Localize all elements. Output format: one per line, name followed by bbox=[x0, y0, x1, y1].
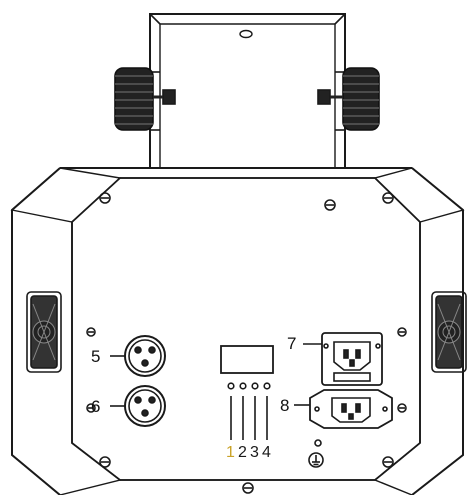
power-inlet-7 bbox=[303, 332, 383, 386]
right-adjustment-knob bbox=[317, 67, 380, 131]
callout-label-7: 7 bbox=[287, 334, 297, 353]
dip-label-4: 4 bbox=[262, 444, 271, 461]
dip-label-3: 3 bbox=[250, 444, 259, 461]
callout-label-5: 5 bbox=[91, 347, 101, 366]
left-adjustment-knob bbox=[114, 67, 176, 131]
mounting-bracket bbox=[149, 13, 346, 168]
power-outlet-8 bbox=[294, 389, 393, 429]
ground-terminal bbox=[308, 439, 324, 468]
display-window bbox=[220, 345, 274, 374]
dmx-connector-6 bbox=[110, 385, 166, 427]
callout-label-8: 8 bbox=[280, 396, 290, 415]
dip-label-2: 2 bbox=[238, 444, 247, 461]
left-fan-grille bbox=[26, 291, 62, 373]
panel-screws bbox=[86, 192, 407, 494]
dmx-connector-5 bbox=[110, 335, 166, 377]
callout-label-6: 6 bbox=[91, 397, 101, 416]
dip-label-1: 1 bbox=[226, 444, 235, 461]
dip-switch-bank bbox=[227, 382, 271, 440]
right-fan-grille bbox=[431, 291, 467, 373]
fixture-housing bbox=[10, 167, 465, 496]
